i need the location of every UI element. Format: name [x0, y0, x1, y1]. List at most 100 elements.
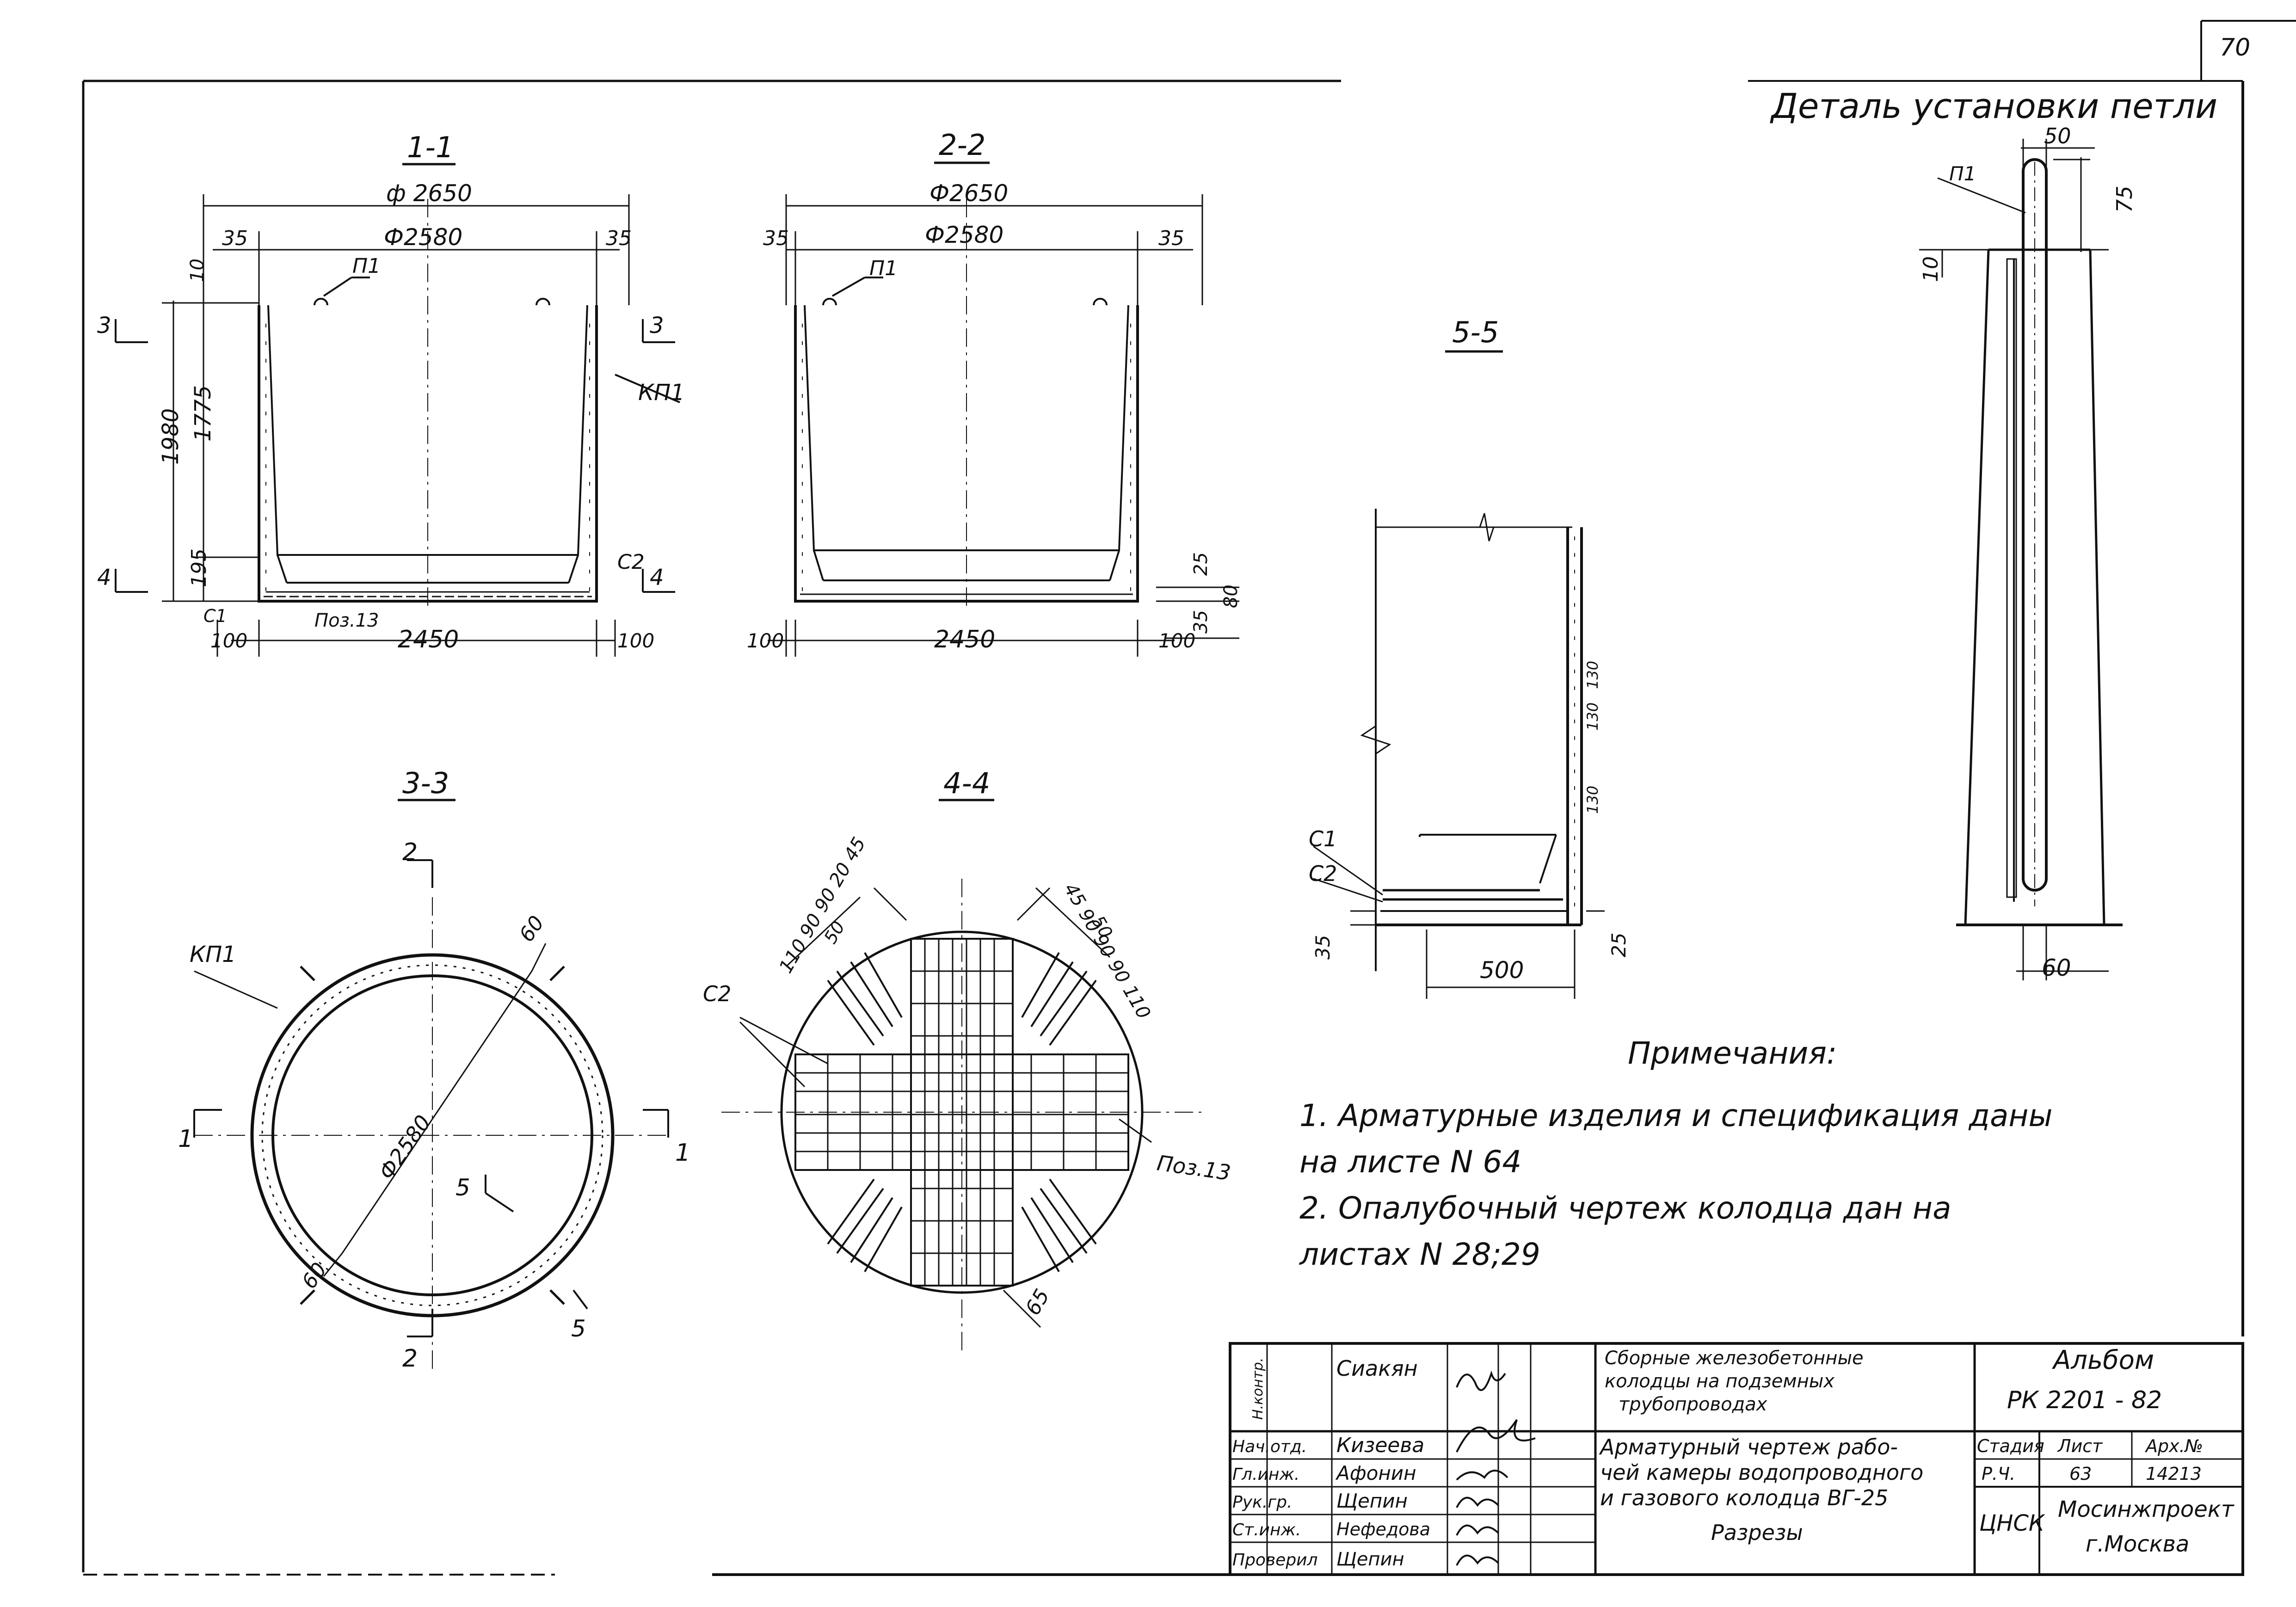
- dim-5-5-25: 25: [1607, 933, 1630, 957]
- dim-2-2-d-outer: Ф2650: [929, 180, 1008, 207]
- tb-role-4: Ст.инж.: [1232, 1521, 1301, 1539]
- cut-3-3-2-top: 2: [402, 838, 418, 866]
- section-1-1: 1-1: [97, 130, 685, 657]
- section-title-3-3: 3-3: [402, 766, 449, 800]
- dim-1-1-100-left: 100: [210, 629, 247, 652]
- dim-1-1-1980: 1980: [158, 408, 184, 465]
- section-title-4-4: 4-4: [943, 766, 990, 800]
- title-block: Н.контр. Нач.отд. Гл.инж. Рук.гр. Ст.инж…: [1229, 1342, 2244, 1576]
- cut-1-1-3-left: 3: [97, 313, 111, 339]
- notes-line-4: листах N 28;29: [1299, 1237, 1540, 1272]
- tb-role-0: Н.контр.: [1250, 1358, 1266, 1420]
- dim-1-1-d-inner: Ф2580: [384, 224, 462, 251]
- dim-2-2-100-right: 100: [1158, 629, 1195, 652]
- cut-1-1-4-left: 4: [97, 565, 111, 591]
- section-title-1-1: 1-1: [407, 130, 454, 164]
- label-3-3-kp1: КП1: [190, 942, 236, 967]
- tb-col-sheet: Лист: [2057, 1436, 2103, 1456]
- section-5-5: 5-5 С1 С2 35 50: [1309, 315, 1630, 999]
- tb-role-5: Проверил: [1232, 1551, 1318, 1570]
- notes-line-2: на листе N 64: [1299, 1144, 1521, 1180]
- dim-1-1-35-right: 35: [606, 227, 632, 250]
- tb-album-label: Альбом: [2052, 1345, 2154, 1375]
- label-5-5-c2: С2: [1309, 861, 1337, 886]
- detail-dim-50: 50: [2044, 123, 2071, 148]
- tb-role-2: Гл.инж.: [1232, 1465, 1299, 1484]
- sheet-number: 70: [2220, 34, 2250, 62]
- dim-2-2-35-left: 35: [763, 227, 789, 250]
- notes-line-3: 2. Опалубочный чертеж колодца дан на: [1299, 1190, 1951, 1226]
- dim-5-5-500: 500: [1480, 957, 1524, 984]
- cut-3-3-1-right: 1: [675, 1139, 690, 1167]
- section-title-2-2: 2-2: [939, 128, 985, 162]
- tb-org-1: Мосинжпроект: [2058, 1496, 2235, 1522]
- dim-2-2-35-right: 35: [1158, 227, 1184, 250]
- cut-3-3-5-a: 5: [456, 1174, 470, 1201]
- dim-1-1-10: 10: [187, 259, 208, 282]
- label-1-1-poz13: Поз.13: [314, 610, 379, 631]
- label-2-2-p1: П1: [869, 257, 898, 280]
- label-5-5-c1: С1: [1309, 826, 1337, 851]
- detail-label-p1: П1: [1949, 162, 1976, 185]
- label-1-1-p1: П1: [352, 254, 381, 278]
- dim-2-2-d-inner: Ф2580: [925, 222, 1003, 248]
- tb-name-1: Кизеева: [1336, 1434, 1424, 1457]
- tb-name-5: Щепин: [1336, 1549, 1404, 1570]
- detail-dim-75: 75: [2112, 185, 2137, 213]
- tb-sheet-title-3: и газового колодца ВГ-25: [1600, 1485, 1888, 1510]
- tb-project-title-2: колодцы на подземных: [1605, 1371, 1834, 1392]
- cut-3-3-5-b: 5: [571, 1315, 586, 1342]
- dim-5-5-35: 35: [1311, 935, 1334, 960]
- tb-project-title-3: трубопроводах: [1619, 1394, 1767, 1415]
- label-4-4-c2: С2: [703, 981, 731, 1006]
- detail-title: Деталь установки петли: [1770, 86, 2217, 126]
- tb-stage-value: Р.Ч.: [1982, 1464, 2015, 1484]
- tb-col-archive: Арх.№: [2144, 1436, 2203, 1456]
- dim-5-5-130c: 130: [1584, 786, 1601, 814]
- label-1-1-kp1: КП1: [638, 380, 685, 406]
- section-title-5-5: 5-5: [1452, 315, 1499, 349]
- cut-1-1-3-right: 3: [650, 313, 664, 339]
- label-1-1-c2: С2: [617, 550, 645, 574]
- dim-1-1-2450: 2450: [398, 626, 459, 653]
- tb-name-2: Афонин: [1335, 1462, 1416, 1484]
- tb-role-3: Рук.гр.: [1232, 1493, 1292, 1512]
- detail-dim-60: 60: [2042, 954, 2071, 981]
- tb-sheet-title-4: Разрезы: [1711, 1520, 1803, 1545]
- dim-2-2-2450: 2450: [934, 626, 995, 653]
- signatures: [1456, 1370, 1536, 1566]
- notes-heading: Примечания:: [1628, 1035, 1837, 1071]
- tb-name-0: Сиакян: [1336, 1356, 1418, 1381]
- tb-dept: ЦНСК: [1979, 1510, 2045, 1536]
- tb-sheet-title-2: чей камеры водопроводного: [1600, 1460, 1923, 1485]
- dim-2-2-80: 80: [1220, 585, 1242, 608]
- tb-sheet-title-1: Арматурный чертеж рабо-: [1599, 1435, 1898, 1459]
- dim-1-1-35-left: 35: [222, 227, 248, 250]
- dim-1-1-195: 195: [187, 548, 211, 587]
- notes-line-1: 1. Арматурные изделия и спецификация дан…: [1299, 1098, 2053, 1133]
- dim-5-5-130a: 130: [1584, 661, 1601, 689]
- tb-project-title-1: Сборные железобетонные: [1605, 1348, 1864, 1369]
- tb-archive-value: 14213: [2146, 1464, 2202, 1484]
- tb-album-code: РК 2201 - 82: [2007, 1386, 2162, 1414]
- dim-2-2-25: 25: [1190, 552, 1212, 576]
- dim-5-5-130b: 130: [1584, 702, 1601, 731]
- section-2-2: 2-2: [747, 128, 1242, 657]
- notes-block: Примечания: 1. Арматурные изделия и спец…: [1299, 1035, 2053, 1272]
- dim-1-1-1775: 1775: [190, 385, 216, 442]
- tb-org-2: г.Москва: [2086, 1531, 2189, 1557]
- loop-installation-detail: Деталь установки петли 50 75 10 60: [1770, 86, 2217, 981]
- tb-col-stage: Стадия: [1977, 1436, 2044, 1456]
- dim-1-1-100-right: 100: [617, 629, 654, 652]
- cut-3-3-2-bottom: 2: [402, 1345, 418, 1373]
- tb-sheet-value: 63: [2069, 1464, 2092, 1484]
- detail-dim-10: 10: [1919, 256, 1943, 282]
- cut-1-1-4-right: 4: [650, 565, 664, 591]
- tb-name-3: Щепин: [1336, 1490, 1408, 1512]
- dim-2-2-100-left: 100: [747, 629, 784, 652]
- dim-1-1-d-outer: ф 2650: [386, 180, 472, 207]
- dim-2-2-35-bottom: 35: [1190, 610, 1212, 634]
- tb-name-4: Нефедова: [1336, 1519, 1430, 1539]
- label-1-1-c1: С1: [203, 606, 227, 626]
